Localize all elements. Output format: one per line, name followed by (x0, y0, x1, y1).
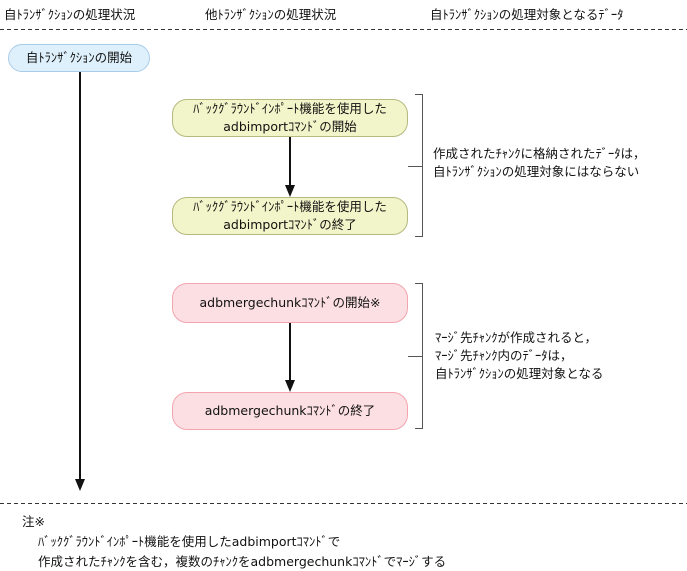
node-adbmergechunk-end: adbmergechunkｺﾏﾝﾄﾞの終了 (172, 392, 408, 430)
node-adbmergechunk-start-label: adbmergechunkｺﾏﾝﾄﾞの開始※ (199, 295, 381, 310)
node-adbmergechunk-end-label: adbmergechunkｺﾏﾝﾄﾞの終了 (204, 403, 376, 418)
node-adbmergechunk-start: adbmergechunkｺﾏﾝﾄﾞの開始※ (172, 283, 408, 323)
arrow-merge-arrowhead-icon (285, 380, 295, 392)
import-effect-line1: 作成されたﾁｬﾝｸに格納されたﾃﾞｰﾀは， (433, 146, 646, 161)
arrow-import-arrowhead-icon (285, 185, 295, 197)
merge-effect-line1: ﾏｰｼﾞ先ﾁｬﾝｸが作成されると， (435, 330, 598, 345)
node-adbimport-start: ﾊﾞｯｸｸﾞﾗｳﾝﾄﾞｲﾝﾎﾟｰﾄ機能を使用した adbimportｺﾏﾝﾄﾞの… (172, 99, 408, 137)
node-adbimport-start-line1: ﾊﾞｯｸｸﾞﾗｳﾝﾄﾞｲﾝﾎﾟｰﾄ機能を使用した (193, 101, 387, 116)
column-header-other-transaction-status: 他ﾄﾗﾝｻﾞｸｼｮﾝの処理状況 (205, 7, 337, 22)
top-dashed-separator (0, 29, 687, 30)
footnote-line2: 作成されたﾁｬﾝｸを含む，複数のﾁｬﾝｸをadbmergechunkｺﾏﾝﾄﾞで… (38, 554, 447, 569)
merge-effect-line2: ﾏｰｼﾞ先ﾁｬﾝｸ内のﾃﾞｰﾀは， (435, 348, 573, 363)
bottom-dashed-separator (0, 503, 687, 504)
node-adbimport-start-line2: adbimportｺﾏﾝﾄﾞの開始 (223, 119, 357, 134)
self-transaction-timeline-line (79, 72, 81, 480)
footnote-label: 注※ (22, 514, 45, 529)
arrow-merge-line (289, 323, 291, 381)
node-adbimport-end-line1: ﾊﾞｯｸｸﾞﾗｳﾝﾄﾞｲﾝﾎﾟｰﾄ機能を使用した (193, 199, 387, 214)
node-adbimport-end-line2: adbimportｺﾏﾝﾄﾞの終了 (223, 217, 357, 232)
footnote-line1: ﾊﾞｯｸｸﾞﾗｳﾝﾄﾞｲﾝﾎﾟｰﾄ機能を使用したadbimportｺﾏﾝﾄﾞで (38, 534, 341, 549)
column-header-target-data: 自ﾄﾗﾝｻﾞｸｼｮﾝの処理対象となるﾃﾞｰﾀ (430, 7, 624, 22)
import-effect-line2: 自ﾄﾗﾝｻﾞｸｼｮﾝの処理対象にはならない (433, 164, 640, 179)
merge-effect-line3: 自ﾄﾗﾝｻﾞｸｼｮﾝの処理対象となる (435, 366, 604, 381)
node-self-transaction-start-label: 自ﾄﾗﾝｻﾞｸｼｮﾝの開始 (25, 50, 133, 65)
arrow-import-line (289, 137, 291, 186)
column-header-self-transaction-status: 自ﾄﾗﾝｻﾞｸｼｮﾝの処理状況 (4, 7, 136, 22)
merge-group-bracket-tick (408, 356, 423, 357)
node-self-transaction-start: 自ﾄﾗﾝｻﾞｸｼｮﾝの開始 (8, 44, 150, 72)
self-transaction-timeline-arrowhead-icon (75, 479, 85, 491)
merge-effect-annotation: ﾏｰｼﾞ先ﾁｬﾝｸが作成されると， ﾏｰｼﾞ先ﾁｬﾝｸ内のﾃﾞｰﾀは， 自ﾄﾗﾝ… (435, 329, 603, 383)
node-adbimport-end: ﾊﾞｯｸｸﾞﾗｳﾝﾄﾞｲﾝﾎﾟｰﾄ機能を使用した adbimportｺﾏﾝﾄﾞの… (172, 197, 408, 235)
import-group-bracket (415, 94, 423, 237)
import-group-bracket-tick (408, 166, 423, 167)
import-effect-annotation: 作成されたﾁｬﾝｸに格納されたﾃﾞｰﾀは， 自ﾄﾗﾝｻﾞｸｼｮﾝの処理対象にはな… (433, 145, 646, 181)
